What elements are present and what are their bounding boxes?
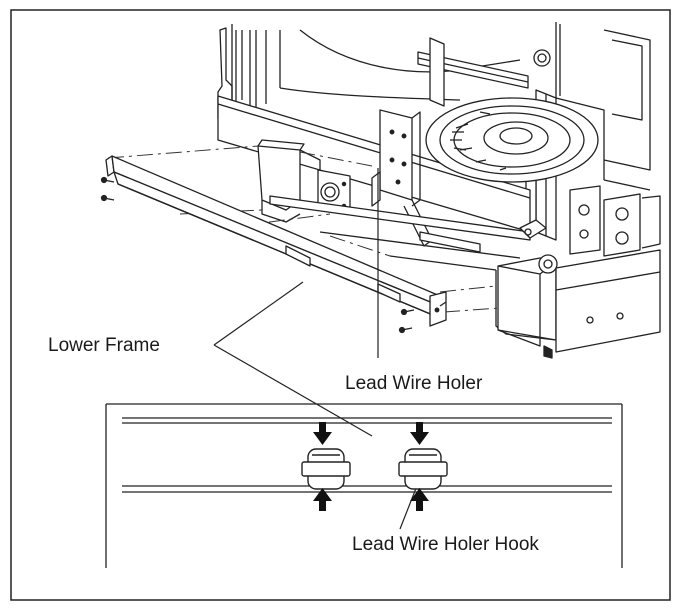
appliance-body-illustration — [217, 22, 661, 359]
label-lead-wire-holer-hook: Lead Wire Holer Hook — [352, 534, 539, 555]
hook-right — [398, 448, 448, 490]
press-arrows — [313, 422, 429, 511]
screws — [100, 176, 415, 334]
outer-border — [10, 9, 671, 601]
label-lower-frame: Lower Frame — [48, 335, 160, 356]
hook-left — [301, 448, 351, 490]
lower-frame-rail — [105, 155, 447, 327]
hook-detail-inset — [105, 403, 623, 568]
label-lead-wire-holer: Lead Wire Holer — [345, 373, 483, 394]
